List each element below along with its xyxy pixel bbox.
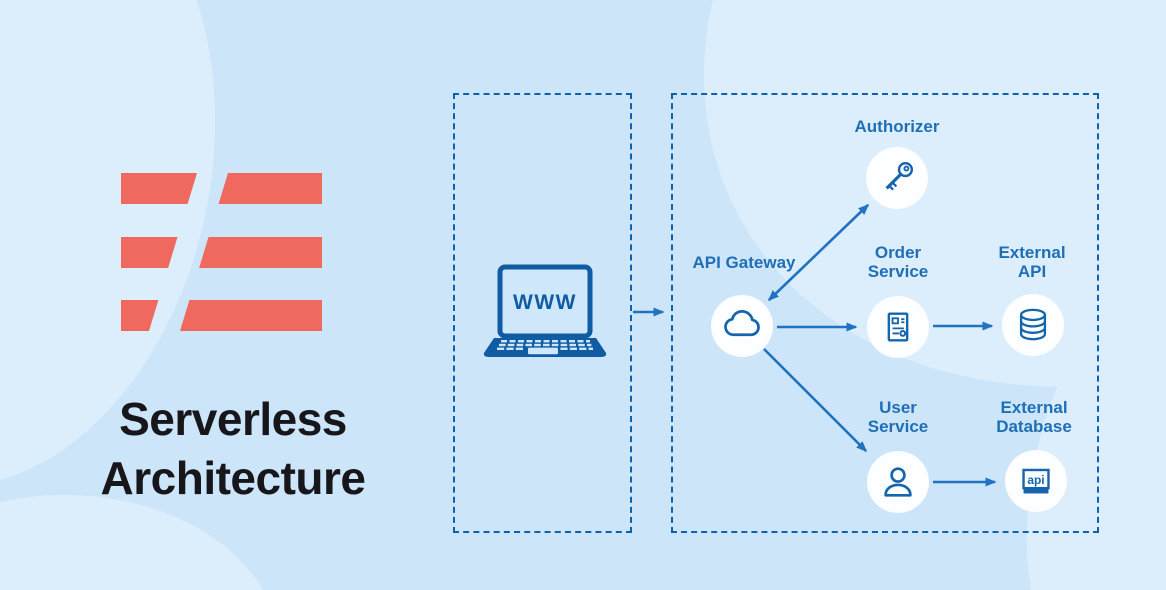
authorizer-label: Authorizer	[854, 117, 940, 136]
cloud-icon	[724, 309, 760, 337]
user-icon	[884, 467, 912, 497]
key-icon	[885, 161, 914, 191]
external-api-label: External API	[998, 243, 1066, 281]
order-service-label: Order Service	[867, 243, 929, 281]
page-title-line1: Serverless	[119, 393, 347, 445]
order-service-node	[867, 296, 929, 358]
laptop-www-icon: WWW	[483, 264, 607, 357]
database-icon	[1019, 308, 1047, 341]
api-gateway-node	[711, 295, 773, 357]
serverless-logo-icon	[121, 173, 322, 331]
external-database-label: External Database	[996, 398, 1072, 436]
external-api-node	[1002, 294, 1064, 356]
page-title-line2: Architecture	[100, 452, 366, 504]
page-title: Serverless Architecture	[38, 390, 428, 508]
client-boundary-box	[453, 93, 632, 533]
services-boundary-box	[671, 93, 1099, 533]
background-blob-bottom-left	[0, 495, 280, 590]
laptop-screen-text: WWW	[513, 291, 577, 314]
api-window-icon: api	[1022, 468, 1050, 494]
user-service-label: User Service	[867, 398, 929, 436]
user-service-node	[867, 451, 929, 513]
api-gateway-label: API Gateway	[692, 253, 796, 272]
document-icon	[887, 312, 909, 342]
external-database-node: api	[1005, 450, 1067, 512]
authorizer-node	[866, 147, 928, 209]
api-window-text: api	[1027, 473, 1044, 487]
